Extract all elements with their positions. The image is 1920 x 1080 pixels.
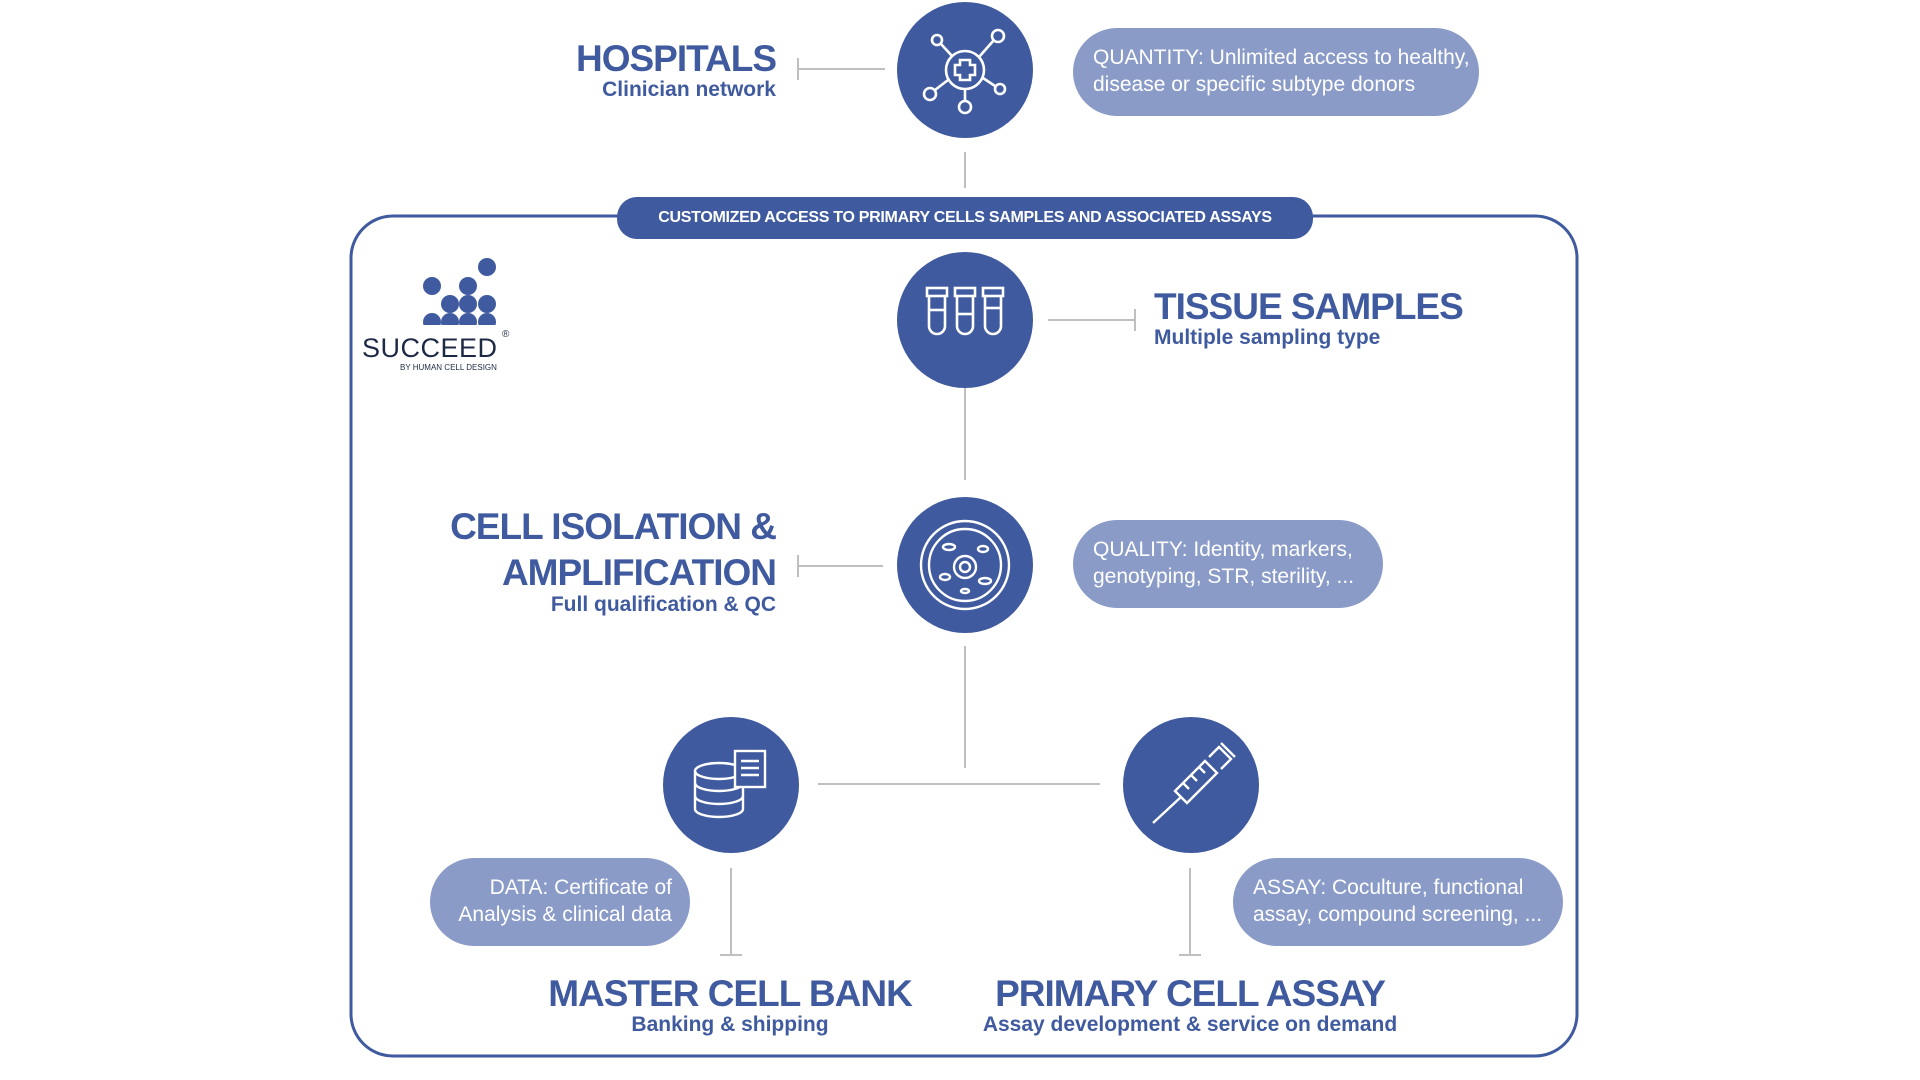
- logo-tagline: BY HUMAN CELL DESIGN: [400, 363, 497, 372]
- isolation-title-line1: CELL ISOLATION &: [450, 506, 777, 547]
- test-tubes-icon: [925, 286, 1005, 336]
- pipette-icon: [1152, 742, 1236, 824]
- data-pill: DATA: Certificate of Analysis & clinical…: [430, 858, 690, 946]
- logo-name: SUCCEED: [362, 333, 498, 363]
- bank-subtitle: Banking & shipping: [631, 1013, 829, 1036]
- quantity-pill-line2: disease or specific subtype donors: [1093, 73, 1416, 96]
- assay-subtitle: Assay development & service on demand: [982, 1013, 1398, 1036]
- cell-icon: [919, 519, 1011, 611]
- isolation-title-line2: AMPLIFICATION: [501, 552, 777, 593]
- logo-registered: ®: [502, 329, 510, 340]
- data-pill-line1: DATA: Certificate of: [489, 876, 672, 899]
- succeed-logo: SUCCEED ® BY HUMAN CELL DESIGN: [360, 255, 520, 375]
- hospitals-subtitle: Clinician network: [602, 78, 776, 101]
- tissue-subtitle: Multiple sampling type: [1154, 326, 1381, 349]
- tissue-node: [897, 252, 1033, 388]
- network-cross-icon: [922, 28, 1007, 115]
- assay-pill-line2: assay, compound screening, ...: [1253, 903, 1543, 926]
- assay-pill: ASSAY: Coculture, functional assay, comp…: [1233, 858, 1563, 946]
- quantity-pill-line1: QUANTITY: Unlimited access to healthy,: [1093, 46, 1470, 69]
- data-pill-line2: Analysis & clinical data: [458, 903, 672, 926]
- logo-dots-icon: [423, 258, 496, 331]
- assay-node: [1123, 717, 1259, 853]
- tissue-title: TISSUE SAMPLES: [1154, 286, 1464, 327]
- hospitals-title: HOSPITALS: [576, 38, 777, 79]
- assay-title: PRIMARY CELL ASSAY: [995, 973, 1386, 1014]
- isolation-subtitle: Full qualification & QC: [550, 593, 776, 616]
- quantity-pill: QUANTITY: Unlimited access to healthy, d…: [1073, 28, 1479, 116]
- assay-pill-line1: ASSAY: Coculture, functional: [1253, 876, 1524, 899]
- bank-node: [663, 717, 799, 853]
- bank-title: MASTER CELL BANK: [548, 973, 913, 1014]
- database-documents-icon: [693, 749, 767, 819]
- isolation-node: [897, 497, 1033, 633]
- banner: CUSTOMIZED ACCESS TO PRIMARY CELLS SAMPL…: [617, 197, 1313, 239]
- quality-pill: QUALITY: Identity, markers, genotyping, …: [1073, 520, 1383, 608]
- hospitals-node: [897, 2, 1033, 138]
- quality-pill-line1: QUALITY: Identity, markers,: [1093, 538, 1353, 561]
- quality-pill-line2: genotyping, STR, sterility, ...: [1093, 565, 1355, 588]
